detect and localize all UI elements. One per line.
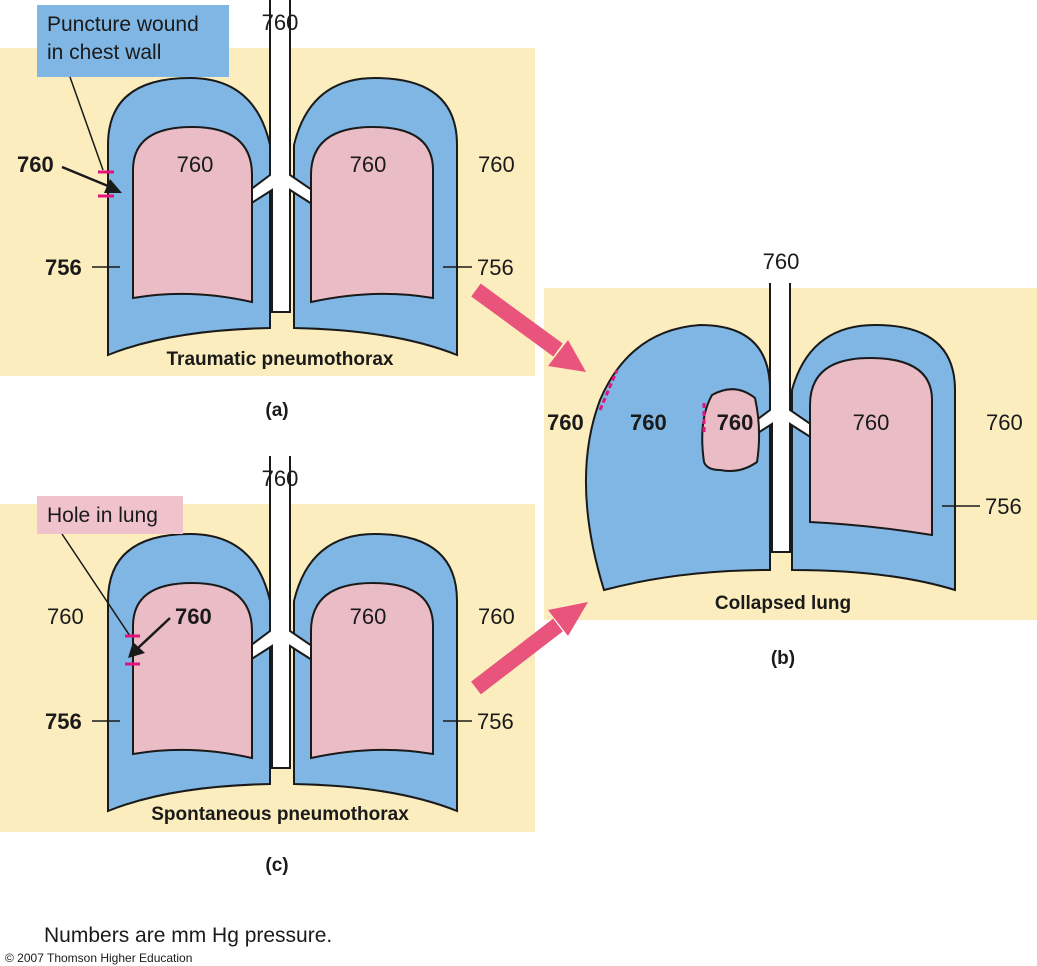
panel-b-letter: (b) <box>771 648 795 669</box>
arrow-c-to-b <box>471 602 588 695</box>
panel-a-pleural-right-value: 756 <box>477 255 514 280</box>
panel-a-lung-left-value: 760 <box>177 152 214 177</box>
panel-a-outside-right: 760 <box>478 152 515 177</box>
panel-c-callout-leader <box>61 533 131 637</box>
panel-b-right-lung <box>809 356 933 537</box>
arrow-a-to-b-shaft <box>471 283 563 357</box>
panel-b-pleural-right-value: 756 <box>985 494 1022 519</box>
panel-a-pleural-left-value: 756 <box>45 255 82 280</box>
panel-c-lung-right-value: 760 <box>350 604 387 629</box>
arrow-c-to-b-head <box>548 602 588 636</box>
arrow-a-to-b-head <box>548 340 586 372</box>
panel-b-pleural-left-value: 760 <box>630 410 667 435</box>
panel-a-air-arrow <box>61 165 109 188</box>
pressure-units-note: Numbers are mm Hg pressure. <box>44 924 332 947</box>
panel-a-callout-line-2: in chest wall <box>47 41 161 64</box>
panel-a-callout-leader <box>69 76 104 171</box>
panel-c-letter: (c) <box>265 855 288 876</box>
panel-a-lung-right-value: 760 <box>350 152 387 177</box>
copyright-notice: © 2007 Thomson Higher Education <box>5 951 192 965</box>
panel-a-outside-left: 760 <box>17 152 54 177</box>
panel-c-title: Spontaneous pneumothorax <box>151 804 409 825</box>
panel-c-air-arrowhead <box>128 642 145 658</box>
panel-b: 760 760 760 760 760 760 756 Collapsed lu… <box>544 249 1037 669</box>
panel-c-outside-right: 760 <box>478 604 515 629</box>
panel-a-callout-line-1: Puncture wound <box>47 13 199 36</box>
panel-c-callout-text: Hole in lung <box>47 504 158 527</box>
panel-b-lung-right-value: 760 <box>853 410 890 435</box>
panel-c-outside-left: 760 <box>47 604 84 629</box>
panel-a-letter: (a) <box>265 400 288 421</box>
panel-a-title: Traumatic pneumothorax <box>167 349 394 370</box>
panel-c-hole-value: 760 <box>175 604 212 629</box>
panel-b-title: Collapsed lung <box>715 593 851 614</box>
panel-a-callout-box <box>37 5 229 77</box>
panel-c-trachea-value: 760 <box>262 466 299 491</box>
panel-a: Puncture wound in chest wall 760 760 760… <box>0 0 535 421</box>
panel-b-outside-right: 760 <box>986 410 1023 435</box>
panel-c-air-arrow <box>137 617 171 649</box>
panel-b-trachea-value: 760 <box>763 249 800 274</box>
panel-c-pleural-left-value: 756 <box>45 709 82 734</box>
panel-c-pleural-right-value: 756 <box>477 709 514 734</box>
panel-a-air-arrowhead <box>104 179 122 193</box>
panel-a-trachea-value: 760 <box>262 10 299 35</box>
panel-b-lung-left-value: 760 <box>717 410 754 435</box>
arrow-c-to-b-shaft <box>471 618 563 695</box>
collapsed-lung <box>701 388 761 472</box>
panel-c-callout-box <box>37 496 183 534</box>
panel-b-outside-left: 760 <box>547 410 584 435</box>
panel-c: Hole in lung 760 760 760 760 760 756 756… <box>0 455 535 876</box>
arrow-a-to-b <box>471 283 586 372</box>
panel-b-chest-wound <box>598 369 619 411</box>
